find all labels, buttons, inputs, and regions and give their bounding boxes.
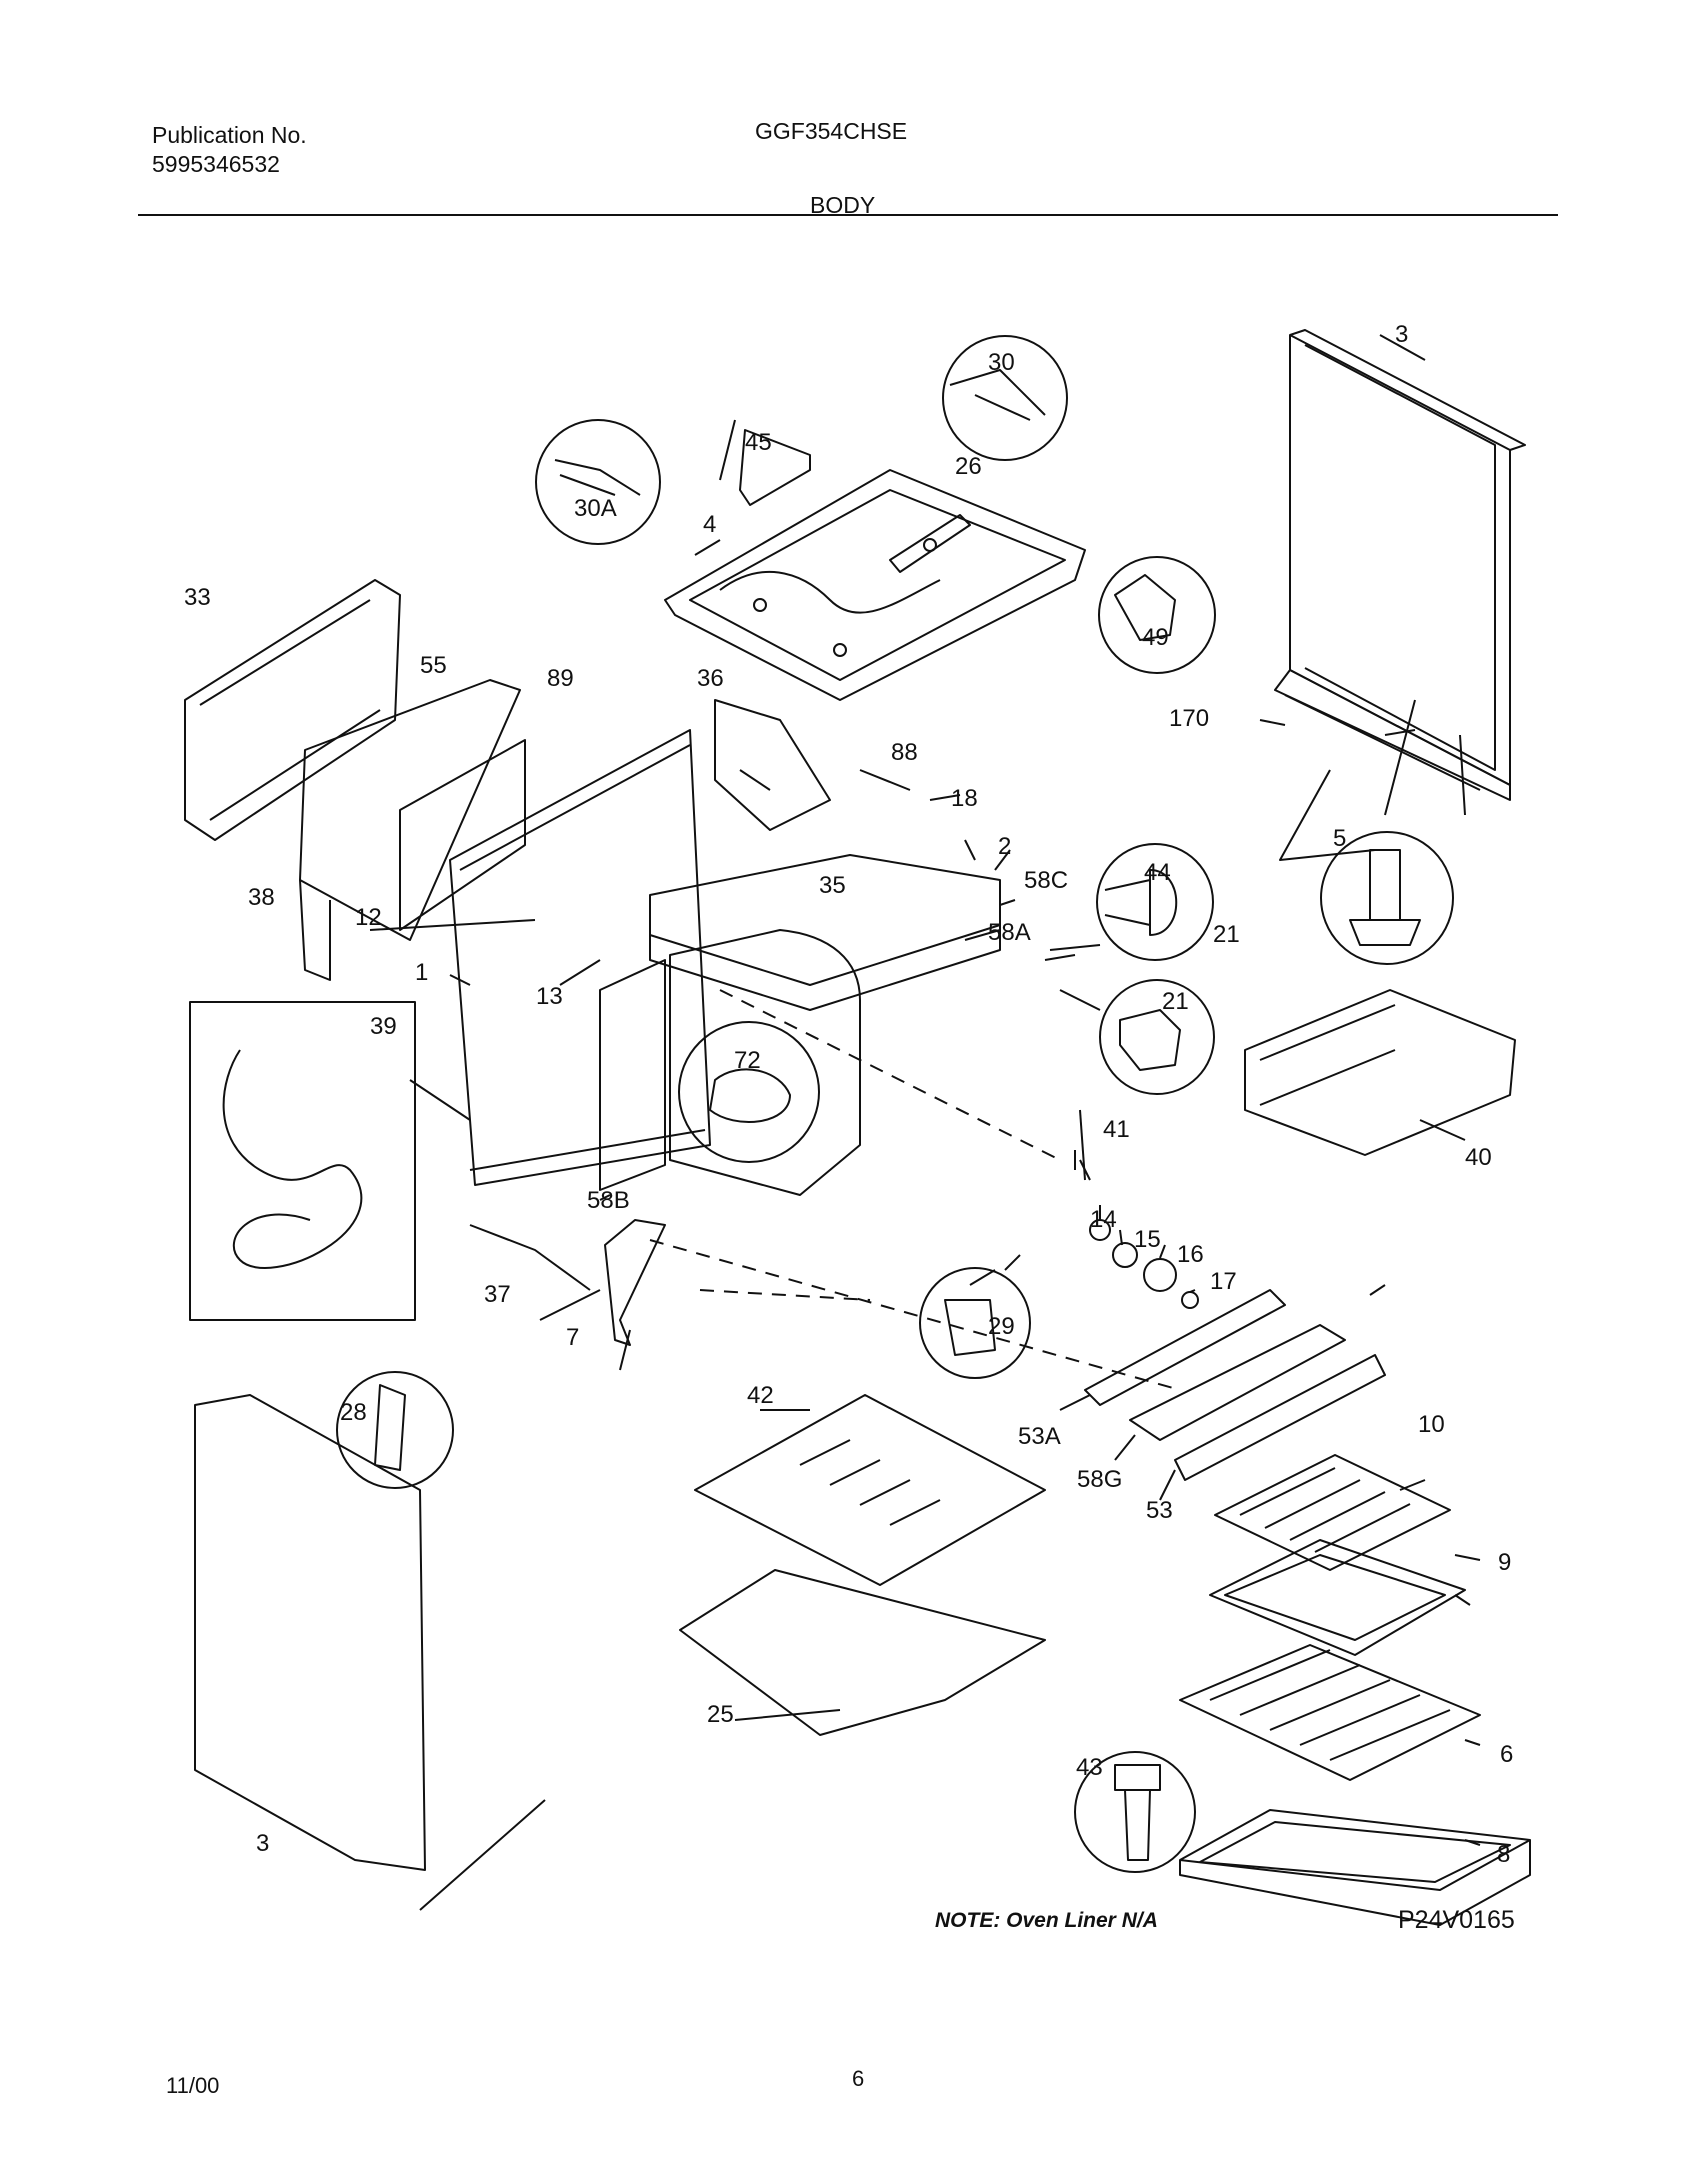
strip-58g-part — [1129, 1324, 1346, 1441]
cooktop-frame-part — [664, 429, 1086, 701]
callout-39: 39 — [370, 1013, 397, 1040]
side-bracket-part — [184, 579, 401, 841]
callout-7: 7 — [566, 1324, 579, 1351]
callout-9: 9 — [1498, 1549, 1511, 1576]
callout-49: 49 — [1142, 624, 1169, 651]
side-panel-right-part — [1274, 329, 1526, 801]
rack-part — [1244, 989, 1516, 1156]
section-title: BODY — [810, 192, 876, 218]
detail-circle-30 — [942, 335, 1068, 461]
callout-13: 13 — [536, 983, 563, 1010]
callout-33: 33 — [184, 584, 211, 611]
detail-circle-29 — [919, 1267, 1031, 1379]
callout-55: 55 — [420, 652, 447, 679]
callout-4: 4 — [703, 511, 716, 538]
page-number: 6 — [852, 2066, 865, 2091]
callout-15: 15 — [1134, 1226, 1161, 1253]
side-panel-left-part — [194, 1394, 426, 1871]
detail-circle-21 — [1099, 979, 1215, 1095]
callout-14: 14 — [1090, 1206, 1117, 1233]
callout-3-bottom: 3 — [256, 1830, 269, 1857]
header-divider — [138, 214, 1558, 216]
callout-58b: 58B — [587, 1187, 630, 1214]
publication-number: 5995346532 — [152, 151, 280, 177]
callout-21-a: 21 — [1213, 921, 1240, 948]
callout-58g: 58G — [1077, 1466, 1122, 1493]
callout-3-top: 3 — [1395, 321, 1408, 348]
callout-25: 25 — [707, 1701, 734, 1728]
callout-6: 6 — [1500, 1741, 1513, 1768]
callout-16: 16 — [1177, 1241, 1204, 1268]
rear-panel-part — [449, 729, 711, 1186]
callout-21-b: 21 — [1162, 988, 1189, 1015]
drawer-part — [1179, 1809, 1531, 1891]
callout-10: 10 — [1418, 1411, 1445, 1438]
model-number: GGF354CHSE — [755, 118, 908, 144]
callout-labels: 3 30 30A 45 26 4 49 33 55 89 36 88 18 2 … — [184, 321, 1513, 1868]
callout-53: 53 — [1146, 1497, 1173, 1524]
detail-circle-30a — [535, 419, 661, 545]
callout-35: 35 — [819, 872, 846, 899]
callout-5: 5 — [1333, 825, 1346, 852]
strip-53-part — [1174, 1354, 1386, 1481]
callout-53a: 53A — [1018, 1423, 1061, 1450]
detail-circle-43 — [1074, 1751, 1196, 1873]
callout-18: 18 — [951, 785, 978, 812]
oven-cavity-part — [599, 699, 1001, 1196]
detail-circle-5 — [1320, 831, 1454, 965]
callout-72: 72 — [734, 1047, 761, 1074]
callout-43: 43 — [1076, 1754, 1103, 1781]
oven-bottom-part — [694, 1394, 1046, 1586]
callout-41: 41 — [1103, 1116, 1130, 1143]
burner-shield-part — [679, 1569, 1046, 1736]
callout-30a: 30A — [574, 495, 617, 522]
figure-number: P24V0165 — [1398, 1906, 1515, 1934]
callout-89: 89 — [547, 665, 574, 692]
broiler-pan-part — [1209, 1539, 1466, 1656]
detail-circle-72 — [678, 1021, 820, 1163]
callout-37: 37 — [484, 1281, 511, 1308]
callout-38: 38 — [248, 884, 275, 911]
revision-date: 11/00 — [166, 2073, 220, 2098]
callout-170: 170 — [1169, 705, 1209, 732]
callout-2: 2 — [998, 833, 1011, 860]
callout-17: 17 — [1210, 1268, 1237, 1295]
callout-40: 40 — [1465, 1144, 1492, 1171]
callout-26: 26 — [955, 453, 982, 480]
detail-circle-49 — [1098, 556, 1216, 674]
callout-28: 28 — [340, 1399, 367, 1426]
callout-42: 42 — [747, 1382, 774, 1409]
strip-53a-part — [1084, 1289, 1286, 1406]
callout-58c: 58C — [1024, 867, 1068, 894]
callout-29: 29 — [988, 1313, 1015, 1340]
callout-30: 30 — [988, 349, 1015, 376]
callout-1: 1 — [415, 959, 428, 986]
detail-circle-28 — [336, 1371, 454, 1489]
igniter-part — [604, 1219, 666, 1346]
detail-circle-44 — [1096, 843, 1214, 961]
insulation-panel-part — [399, 739, 526, 931]
callout-88: 88 — [891, 739, 918, 766]
callout-45: 45 — [745, 429, 772, 456]
callout-58a: 58A — [988, 919, 1031, 946]
oven-liner-note: NOTE: Oven Liner N/A — [935, 1909, 1158, 1932]
power-cord-box — [189, 1001, 416, 1321]
callout-36: 36 — [697, 665, 724, 692]
callout-12: 12 — [355, 904, 382, 931]
publication-label: Publication No. — [152, 122, 307, 148]
callout-44: 44 — [1144, 859, 1171, 886]
callout-8: 8 — [1497, 1841, 1510, 1868]
broiler-grid-part — [1214, 1454, 1451, 1571]
oven-rack-part — [1179, 1644, 1481, 1781]
